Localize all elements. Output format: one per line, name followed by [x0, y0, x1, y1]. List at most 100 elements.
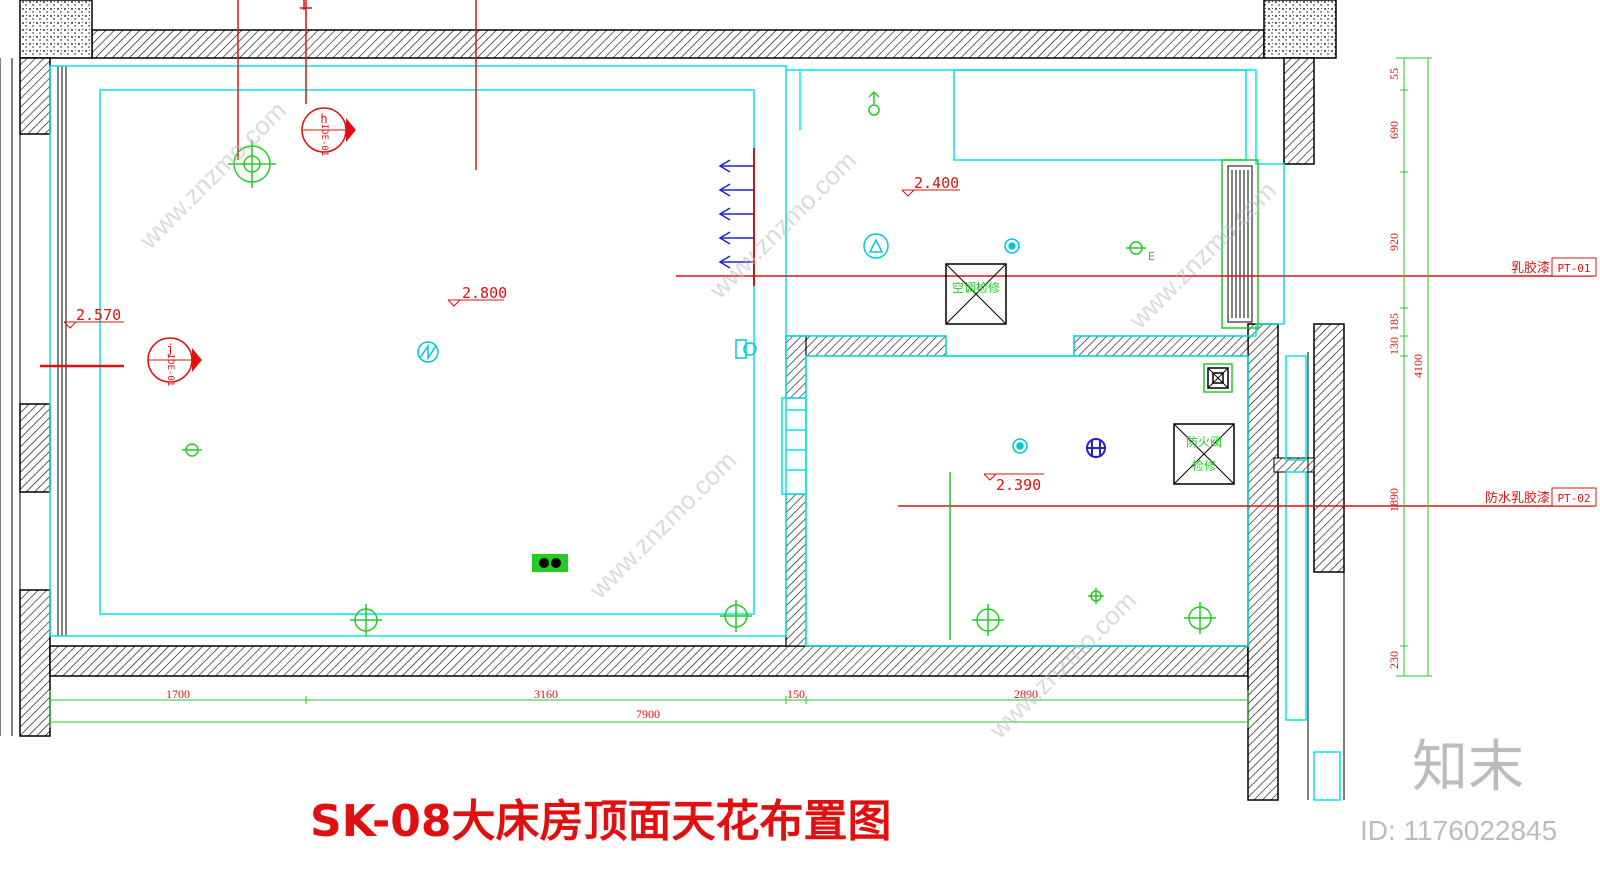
dim-v-4: 185: [1387, 313, 1401, 331]
ceiling-height-labels: 2.800 2.570 2.400 2.390: [63, 174, 1044, 494]
ac-vent-icon: [417, 341, 439, 363]
ceiling-outlines: [49, 65, 1341, 801]
downlight-icon: [182, 443, 202, 457]
dim-h-1: 1700: [166, 687, 190, 701]
ac-unit-grille: [1221, 159, 1259, 329]
exhaust-fan-icon: [1086, 438, 1106, 458]
fire-damper-access-panel: 防火阀 检修: [1173, 423, 1235, 485]
fire-damper-label-1: 防火阀: [1186, 434, 1222, 449]
arrow-icon: [718, 183, 754, 197]
dim-h-total: 7900: [636, 707, 660, 721]
left-wall-mid: [19, 403, 51, 493]
right-shaft-bottom: [1313, 751, 1341, 801]
height-bathroom-text: 2.390: [996, 476, 1041, 494]
brand-watermark: 知末 ID: 1176022845: [1360, 735, 1557, 846]
spotlight-icon: [350, 604, 382, 636]
dim-v-6: 1890: [1387, 488, 1401, 512]
partition-vertical-upper: [785, 335, 807, 399]
drawing-title: SK-08大床房顶面天花布置图: [310, 796, 891, 847]
spotlight-icon: [1184, 602, 1216, 634]
left-wall-upper: [19, 57, 51, 135]
spotlight-icon: [720, 600, 752, 632]
section-marker-h-ref: IDE-01: [319, 124, 329, 157]
finish-name-pt02: 防水乳胶漆: [1485, 490, 1550, 506]
dim-h-2: 3160: [534, 687, 558, 701]
section-marker-j-letter: j: [166, 342, 173, 356]
dim-v-1: 55: [1387, 68, 1401, 80]
watermark-site: www.znzmo.com: [582, 445, 742, 605]
arrow-icon: [718, 159, 754, 173]
right-shaft-upper: [1285, 355, 1307, 461]
main-room-perimeter: [49, 65, 787, 637]
entry-ceiling-outline: [786, 69, 1285, 357]
horizontal-dimension-texts: 1700 3160 150 2890 7900: [166, 687, 1038, 721]
height-bathroom: 2.390: [983, 473, 1044, 494]
dim-v-total: 4100: [1411, 354, 1425, 378]
height-left-strip-text: 2.570: [76, 306, 121, 324]
air-supply-arrows: [718, 159, 754, 269]
watermark-brand: 知末: [1412, 735, 1524, 798]
dim-v-7: 230: [1387, 651, 1401, 669]
finish-code-pt02: PT-02: [1557, 492, 1590, 505]
finish-name-pt01: 乳胶漆: [1511, 260, 1550, 276]
dim-v-3: 920: [1387, 233, 1401, 251]
section-marker-h[interactable]: h IDE-01: [301, 107, 356, 157]
switch-icon: [735, 339, 757, 359]
triangle-sensor-icon: [863, 233, 889, 259]
right-wall-outer: [1313, 323, 1345, 573]
right-wall-lower: [1247, 323, 1279, 801]
left-wall-lower: [19, 589, 51, 737]
finish-tag-pt01: 乳胶漆 PT-01: [1511, 257, 1597, 277]
partition-top: [785, 335, 947, 357]
speaker-icon: [1004, 238, 1020, 254]
dim-h-3: 150: [787, 687, 805, 701]
dim-v-2: 690: [1387, 121, 1401, 139]
arrow-icon: [718, 207, 754, 221]
height-main-room: 2.800: [447, 284, 507, 307]
pendant-light-icon: [228, 140, 276, 188]
arrow-icon: [718, 255, 754, 269]
height-left-strip: 2.570: [63, 306, 124, 329]
walls: [0, 0, 1345, 801]
small-fixture-icon: [1088, 588, 1104, 604]
height-entry: 2.400: [901, 174, 960, 197]
watermark-id: ID: 1176022845: [1360, 815, 1557, 846]
partition-top-right: [1073, 335, 1249, 357]
right-shaft-lower: [1285, 471, 1307, 721]
finish-tag-pt02: 防水乳胶漆 PT-02: [1485, 487, 1597, 507]
finish-code-pt01: PT-01: [1557, 262, 1590, 275]
vertical-dimensions: [1396, 57, 1432, 677]
entry-bulkhead: [953, 69, 1247, 161]
dim-v-5: 130: [1387, 337, 1401, 355]
watermark-site: www.znzmo.com: [132, 95, 292, 255]
ac-access-panel: 空调检修: [945, 263, 1007, 325]
speaker-icon: [1012, 438, 1028, 454]
exit-sign-icon: [532, 554, 568, 572]
dim-h-4: 2890: [1014, 687, 1038, 701]
wall-light-label: E: [1148, 250, 1155, 263]
bathroom-door-frame: [781, 397, 807, 495]
vertical-dimension-texts: 55 690 920 185 130 1890 230 4100: [1387, 68, 1425, 669]
top-wall: [91, 29, 1265, 59]
right-wall-upper: [1283, 57, 1315, 165]
smoke-detector-icon: [868, 90, 880, 116]
section-marker-j-ref: IDE-01: [165, 354, 175, 387]
bathroom-ceiling: [805, 355, 1249, 647]
bottom-wall: [49, 645, 1249, 677]
ac-access-panel-label: 空调检修: [952, 280, 1000, 295]
spotlight-icon: [972, 604, 1004, 636]
wall-light-icon: [1126, 241, 1146, 255]
main-room-ceiling-inset: [99, 89, 755, 615]
horizontal-dimensions: [49, 690, 1249, 728]
partition-vertical-lower: [785, 493, 807, 647]
light-fixtures: [182, 90, 1216, 640]
square-diffuser-icon: [1203, 363, 1233, 393]
height-main-room-text: 2.800: [462, 284, 507, 302]
section-marker-h-letter: h: [320, 112, 327, 126]
column-top-right: [1263, 0, 1337, 59]
cyan-fixtures: [417, 233, 1028, 454]
section-marker-j[interactable]: j IDE-01: [147, 337, 202, 387]
fire-damper-label-2: 检修: [1192, 458, 1216, 473]
annotation-lines: [40, 0, 1594, 507]
